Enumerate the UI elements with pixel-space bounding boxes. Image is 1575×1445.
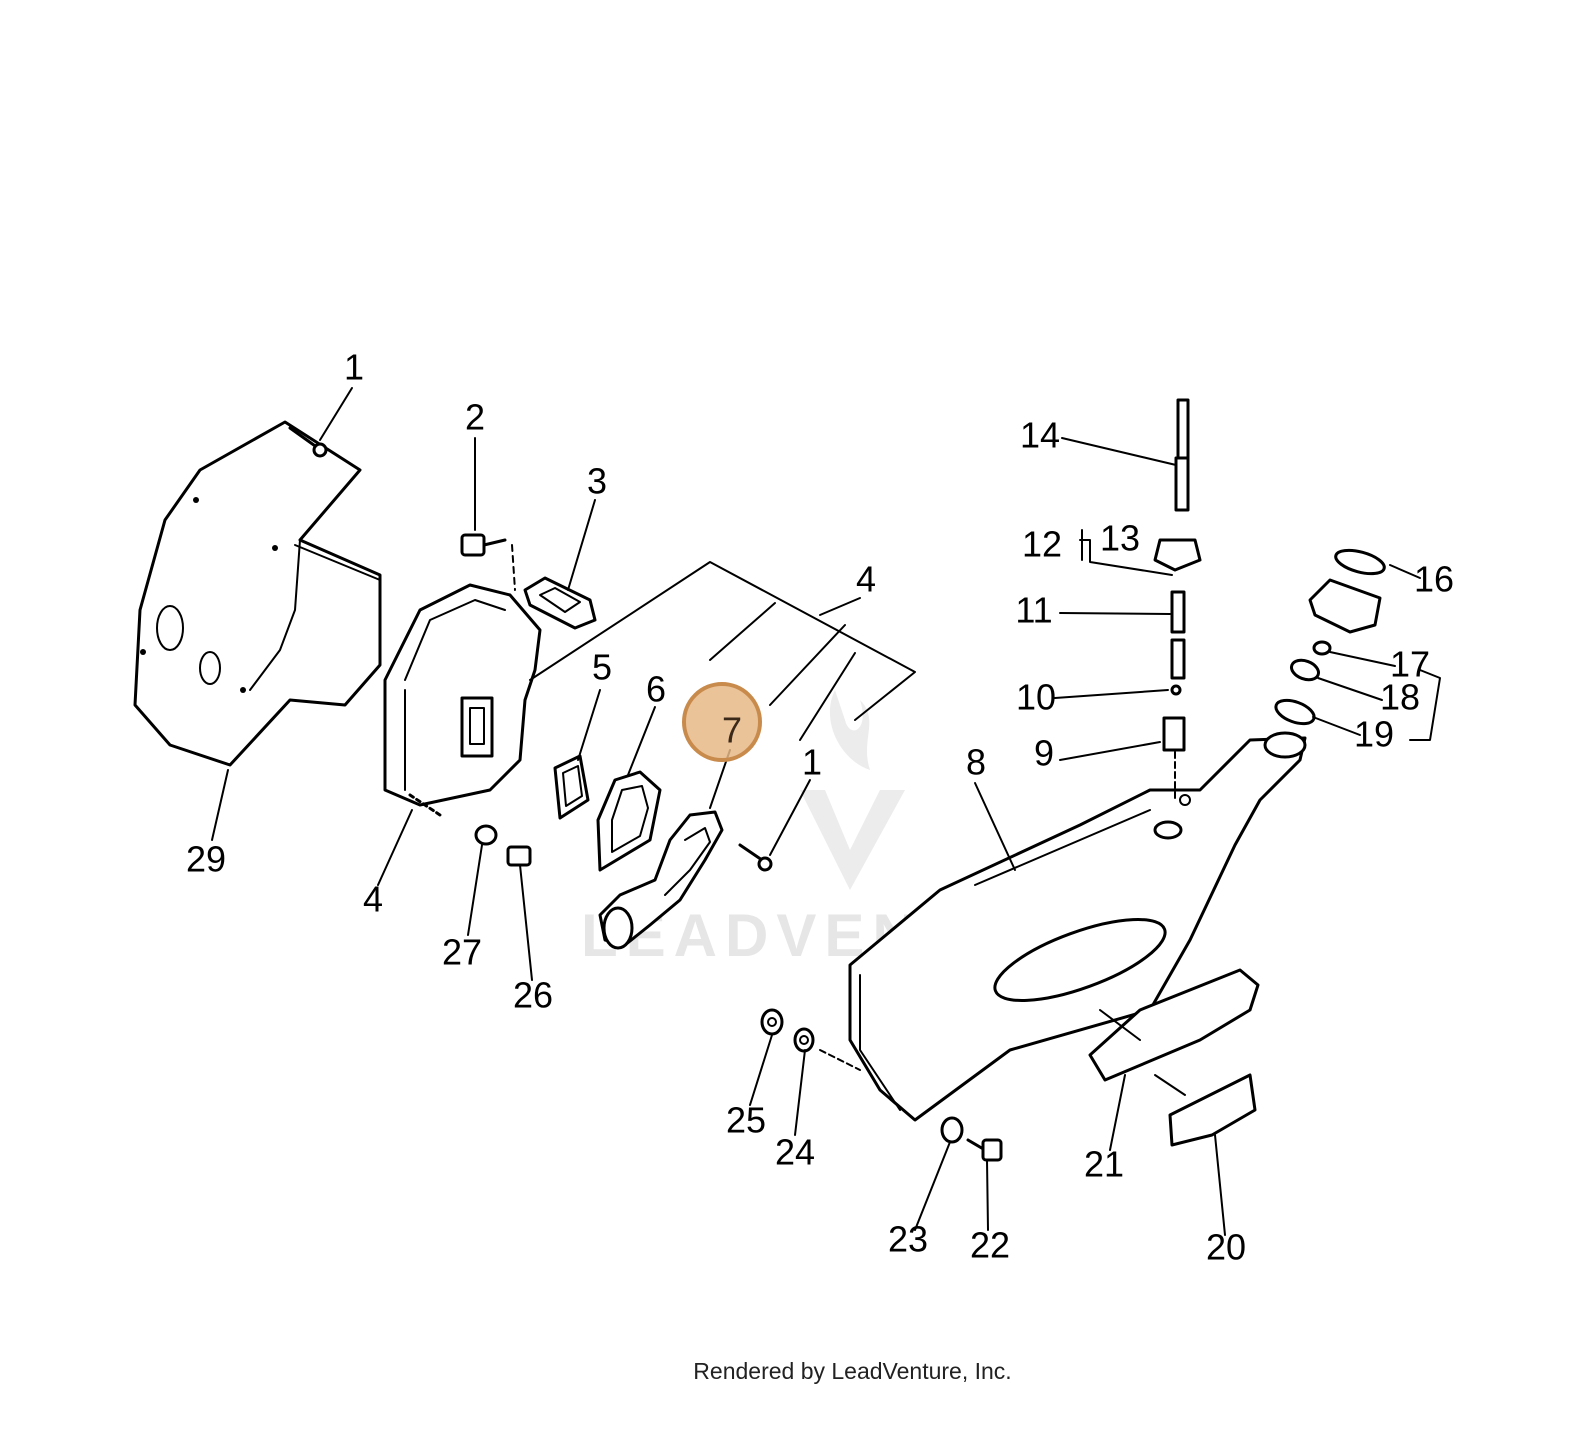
callout-labels: 1 2 3 4 5 6 7 1 8 9 10 11 12 13 14 16 17… bbox=[186, 347, 1454, 1268]
part-4-housing bbox=[383, 583, 542, 807]
parts-16-19 bbox=[1274, 548, 1441, 741]
callout-1-top[interactable]: 1 bbox=[344, 347, 364, 388]
callout-24[interactable]: 24 bbox=[775, 1132, 815, 1173]
callout-14[interactable]: 14 bbox=[1020, 415, 1060, 456]
callout-25[interactable]: 25 bbox=[726, 1100, 766, 1141]
callout-27[interactable]: 27 bbox=[442, 932, 482, 973]
part-2-bolt bbox=[460, 533, 516, 591]
callout-17[interactable]: 17 bbox=[1390, 644, 1430, 685]
callout-9[interactable]: 9 bbox=[1034, 733, 1054, 774]
callout-1-mid[interactable]: 1 bbox=[802, 742, 822, 783]
callout-23[interactable]: 23 bbox=[888, 1219, 928, 1260]
callout-7[interactable]: 7 bbox=[722, 710, 742, 751]
assembly-bracket-4 bbox=[529, 561, 916, 741]
callout-19[interactable]: 19 bbox=[1354, 714, 1394, 755]
callout-13[interactable]: 13 bbox=[1100, 518, 1140, 559]
callout-12[interactable]: 12 bbox=[1022, 524, 1062, 565]
callout-10[interactable]: 10 bbox=[1016, 677, 1056, 718]
part-3-gasket bbox=[523, 576, 597, 630]
parts-20-21 bbox=[1088, 968, 1260, 1147]
callout-11[interactable]: 11 bbox=[1015, 590, 1052, 631]
parts-diagram: LEADVENTURE bbox=[133, 347, 1454, 1268]
part-6-gasket bbox=[596, 770, 662, 872]
callout-18[interactable]: 18 bbox=[1380, 677, 1420, 718]
callout-20[interactable]: 20 bbox=[1206, 1227, 1246, 1268]
callout-5[interactable]: 5 bbox=[592, 647, 612, 688]
valve-stack bbox=[1153, 398, 1202, 801]
callout-8[interactable]: 8 bbox=[966, 742, 986, 783]
part-1-screw-mid bbox=[738, 843, 773, 872]
part-7-exhaust-elbow bbox=[598, 810, 724, 950]
callout-29[interactable]: 29 bbox=[186, 839, 226, 880]
part-8-muffler bbox=[848, 731, 1307, 1122]
callout-4-low[interactable]: 4 bbox=[363, 879, 383, 920]
callout-2[interactable]: 2 bbox=[465, 397, 485, 438]
part-1-screw-top bbox=[288, 426, 328, 458]
part-5-gasket bbox=[553, 754, 590, 820]
callout-7-highlight bbox=[682, 682, 762, 762]
callout-21[interactable]: 21 bbox=[1084, 1144, 1124, 1185]
callout-3[interactable]: 3 bbox=[587, 461, 607, 502]
part-29-cover bbox=[133, 420, 382, 767]
fasteners bbox=[408, 793, 1003, 1162]
render-credit: Rendered by LeadVenture, Inc. bbox=[693, 1358, 1012, 1384]
callout-16[interactable]: 16 bbox=[1414, 559, 1454, 600]
callout-4-top[interactable]: 4 bbox=[856, 559, 876, 600]
callout-22[interactable]: 22 bbox=[970, 1225, 1010, 1266]
callout-26[interactable]: 26 bbox=[513, 975, 553, 1016]
callout-6[interactable]: 6 bbox=[646, 669, 666, 710]
